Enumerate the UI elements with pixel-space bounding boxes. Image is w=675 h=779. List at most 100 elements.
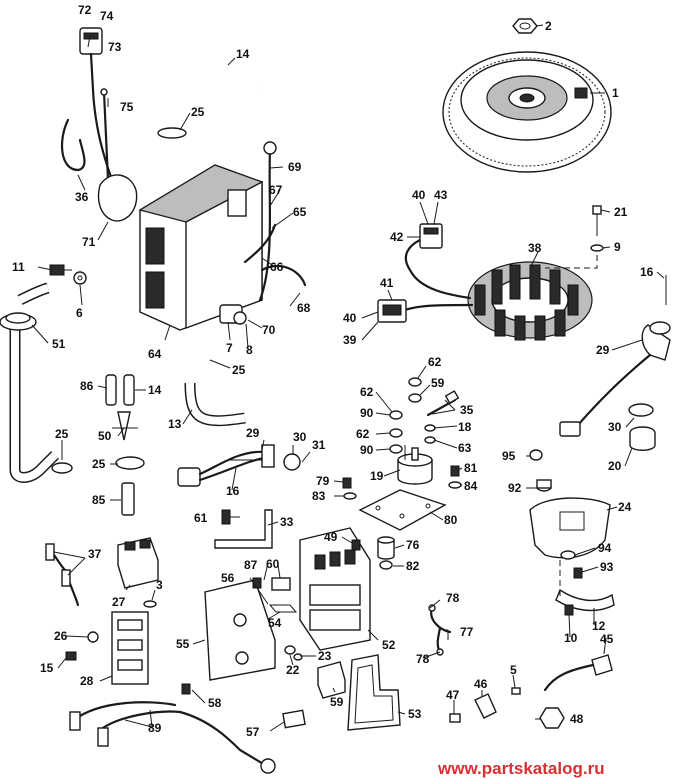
washer-26 xyxy=(87,631,99,643)
callout-86: 86 xyxy=(80,379,94,393)
callout-67: 67 xyxy=(269,183,283,197)
callout-46: 46 xyxy=(474,677,488,691)
relay-59 xyxy=(317,661,346,699)
callout-57: 57 xyxy=(246,725,260,739)
rectifier-52 xyxy=(299,527,371,651)
callout-1: 1 xyxy=(612,86,619,100)
callout-20: 20 xyxy=(608,459,622,473)
callout-52: 52 xyxy=(382,638,396,652)
callout-14-mid: 14 xyxy=(148,383,162,397)
cap-20 xyxy=(629,426,656,451)
callout-48: 48 xyxy=(570,712,584,726)
screw-58 xyxy=(181,683,191,695)
grommet-76 xyxy=(377,536,395,560)
callout-78-low: 78 xyxy=(416,652,430,666)
grommet-95 xyxy=(529,449,543,461)
nut-22-23 xyxy=(284,645,303,661)
bracket-24 xyxy=(529,497,611,559)
callout-29-mid: 29 xyxy=(246,426,260,440)
gasket-53 xyxy=(347,654,401,731)
callout-90-b: 90 xyxy=(360,443,374,457)
callout-59: 59 xyxy=(431,376,445,390)
callout-51: 51 xyxy=(52,337,66,351)
callout-77: 77 xyxy=(460,625,474,639)
power-pack xyxy=(138,164,307,331)
grommet-92 xyxy=(536,479,552,492)
wire-harness-left xyxy=(61,27,138,222)
washer-84 xyxy=(448,481,462,489)
callout-95: 95 xyxy=(502,449,516,463)
screw-15 xyxy=(65,651,77,661)
callout-62-low: 62 xyxy=(356,427,370,441)
callout-78-top: 78 xyxy=(446,591,460,605)
clip-54 xyxy=(268,604,298,613)
callout-36: 36 xyxy=(75,190,89,204)
callout-63: 63 xyxy=(458,441,472,455)
callout-12: 12 xyxy=(592,619,606,633)
bracket-33 xyxy=(214,509,273,549)
callout-89: 89 xyxy=(148,721,162,735)
screw-49 xyxy=(351,539,361,551)
callout-45: 45 xyxy=(600,632,614,646)
callout-64: 64 xyxy=(148,347,162,361)
washer-3 xyxy=(143,600,157,608)
fitting-47 xyxy=(449,713,461,723)
small-hoses xyxy=(51,374,246,516)
connector-60 xyxy=(271,577,291,591)
washer-30-right xyxy=(628,403,654,417)
stator-connector-upper xyxy=(419,223,443,249)
callout-8: 8 xyxy=(246,343,253,357)
timer-base-sensor xyxy=(559,321,671,437)
callout-labels: 1 2 72 74 73 14 75 25 69 67 36 65 71 66 … xyxy=(12,3,654,739)
callout-16-mid: 16 xyxy=(226,484,240,498)
spark-plug-wires xyxy=(69,701,276,774)
bolt-61 xyxy=(221,509,231,525)
spark-plug-lead-37 xyxy=(45,543,80,607)
callout-6: 6 xyxy=(76,306,83,320)
callout-25-top: 25 xyxy=(191,105,205,119)
water-tube xyxy=(0,282,59,483)
washer-83 xyxy=(343,492,357,500)
callout-15: 15 xyxy=(40,661,54,675)
stator-connector-lower xyxy=(377,299,407,323)
callout-68: 68 xyxy=(297,301,311,315)
washer-94 xyxy=(560,550,576,560)
ground-lead xyxy=(258,141,277,302)
callout-25-mid: 25 xyxy=(232,363,246,377)
callout-74: 74 xyxy=(100,9,114,23)
callout-92: 92 xyxy=(508,481,522,495)
callout-80: 80 xyxy=(444,513,458,527)
callout-59-relay: 59 xyxy=(330,695,344,709)
callout-13: 13 xyxy=(168,417,182,431)
callout-72: 72 xyxy=(78,3,92,17)
switch-harness xyxy=(177,444,301,487)
callout-31: 31 xyxy=(312,438,326,452)
callout-25-clamp: 25 xyxy=(92,457,106,471)
callout-37: 37 xyxy=(88,547,102,561)
nut-48 xyxy=(539,707,565,729)
hose-upper xyxy=(157,56,265,119)
callout-81: 81 xyxy=(464,461,478,475)
flywheel-nut xyxy=(512,18,538,34)
callout-26: 26 xyxy=(54,629,68,643)
callout-7: 7 xyxy=(226,341,233,355)
callout-22: 22 xyxy=(286,663,300,677)
callout-62-top: 62 xyxy=(428,355,442,369)
callout-84: 84 xyxy=(464,479,478,493)
callout-43: 43 xyxy=(434,188,448,202)
screw-10 xyxy=(564,604,574,616)
washer-9 xyxy=(590,244,604,252)
callout-2: 2 xyxy=(545,19,552,33)
callout-41: 41 xyxy=(380,276,394,290)
screw-81 xyxy=(450,465,460,477)
callout-75: 75 xyxy=(120,100,134,114)
nut-82 xyxy=(379,560,393,570)
solenoid xyxy=(397,445,433,485)
callout-76: 76 xyxy=(406,538,420,552)
callout-56: 56 xyxy=(221,571,235,585)
callout-66: 66 xyxy=(270,260,284,274)
callout-47: 47 xyxy=(446,688,460,702)
screw-79 xyxy=(342,477,352,489)
callout-35: 35 xyxy=(460,403,474,417)
